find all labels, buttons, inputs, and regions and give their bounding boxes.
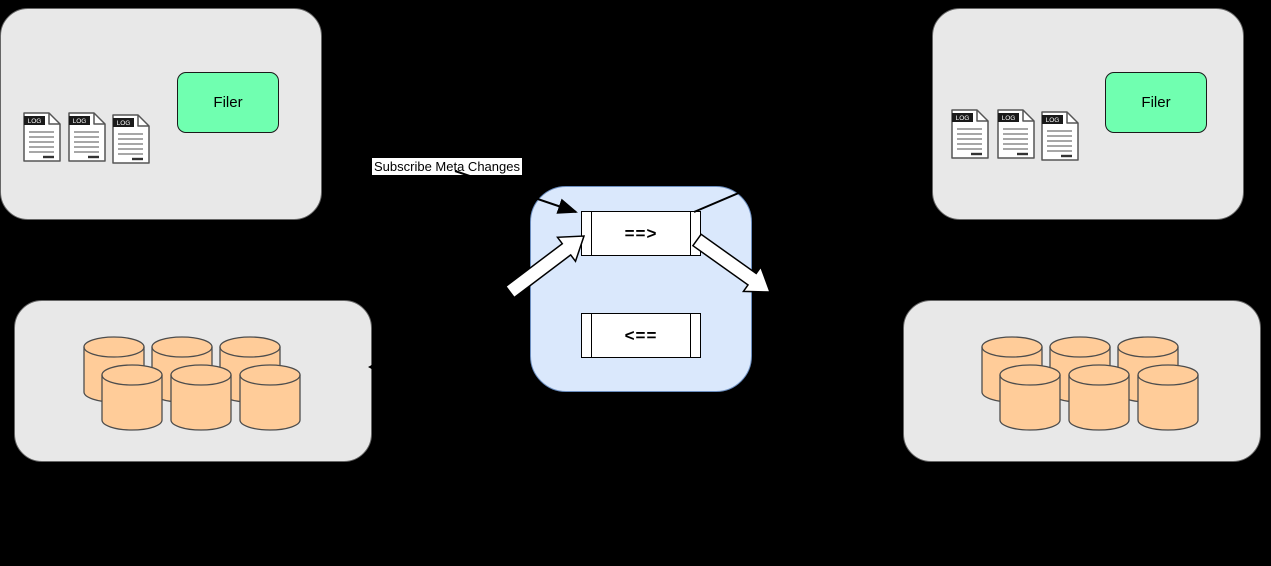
volume-cylinder-icon: [1137, 364, 1199, 431]
log-file-icon: [111, 113, 151, 165]
forward-queue-box: ==>: [581, 211, 701, 256]
queue-endcap: [690, 212, 700, 255]
volume-cylinder-group: [981, 336, 1199, 431]
log-file-icon: [996, 108, 1036, 160]
log-file-icon: [1040, 110, 1080, 162]
log-file-icon: [22, 111, 62, 163]
filer-label: Filer: [213, 94, 243, 111]
forward-queue-label: ==>: [624, 223, 658, 243]
backward-queue-label: <==: [624, 325, 658, 345]
volume-cylinder-icon: [1068, 364, 1130, 431]
subscribe-meta-changes-label: Subscribe Meta Changes: [372, 158, 522, 175]
volume-cylinder-icon: [239, 364, 301, 431]
cluster-top-right: Filer: [932, 8, 1244, 220]
cluster-bottom-left: [14, 300, 372, 462]
queue-endcap: [582, 314, 592, 357]
queue-endcap: [582, 212, 592, 255]
queue-endcap: [690, 314, 700, 357]
volume-cylinder-icon: [999, 364, 1061, 431]
log-file-icon: [950, 108, 990, 160]
filer-node: Filer: [177, 72, 279, 133]
cluster-top-left: Filer: [0, 8, 322, 220]
filer-node: Filer: [1105, 72, 1207, 133]
cluster-bottom-right: [903, 300, 1261, 462]
filer-label: Filer: [1141, 94, 1171, 111]
volume-cylinder-group: [83, 336, 301, 431]
log-file-icon: [67, 111, 107, 163]
volume-cylinder-icon: [170, 364, 232, 431]
backward-queue-box: <==: [581, 313, 701, 358]
volume-cylinder-icon: [101, 364, 163, 431]
message-queue-panel: ==> <==: [530, 186, 752, 392]
